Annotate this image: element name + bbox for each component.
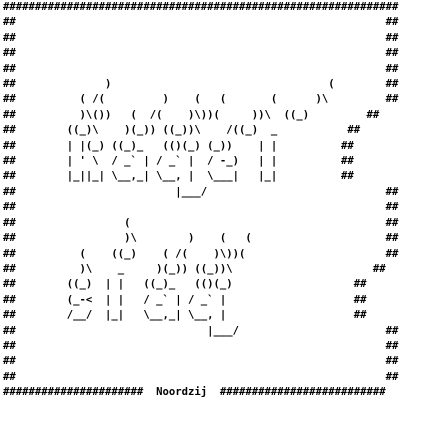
ascii-art-block: ########################################…	[3, 1, 399, 399]
